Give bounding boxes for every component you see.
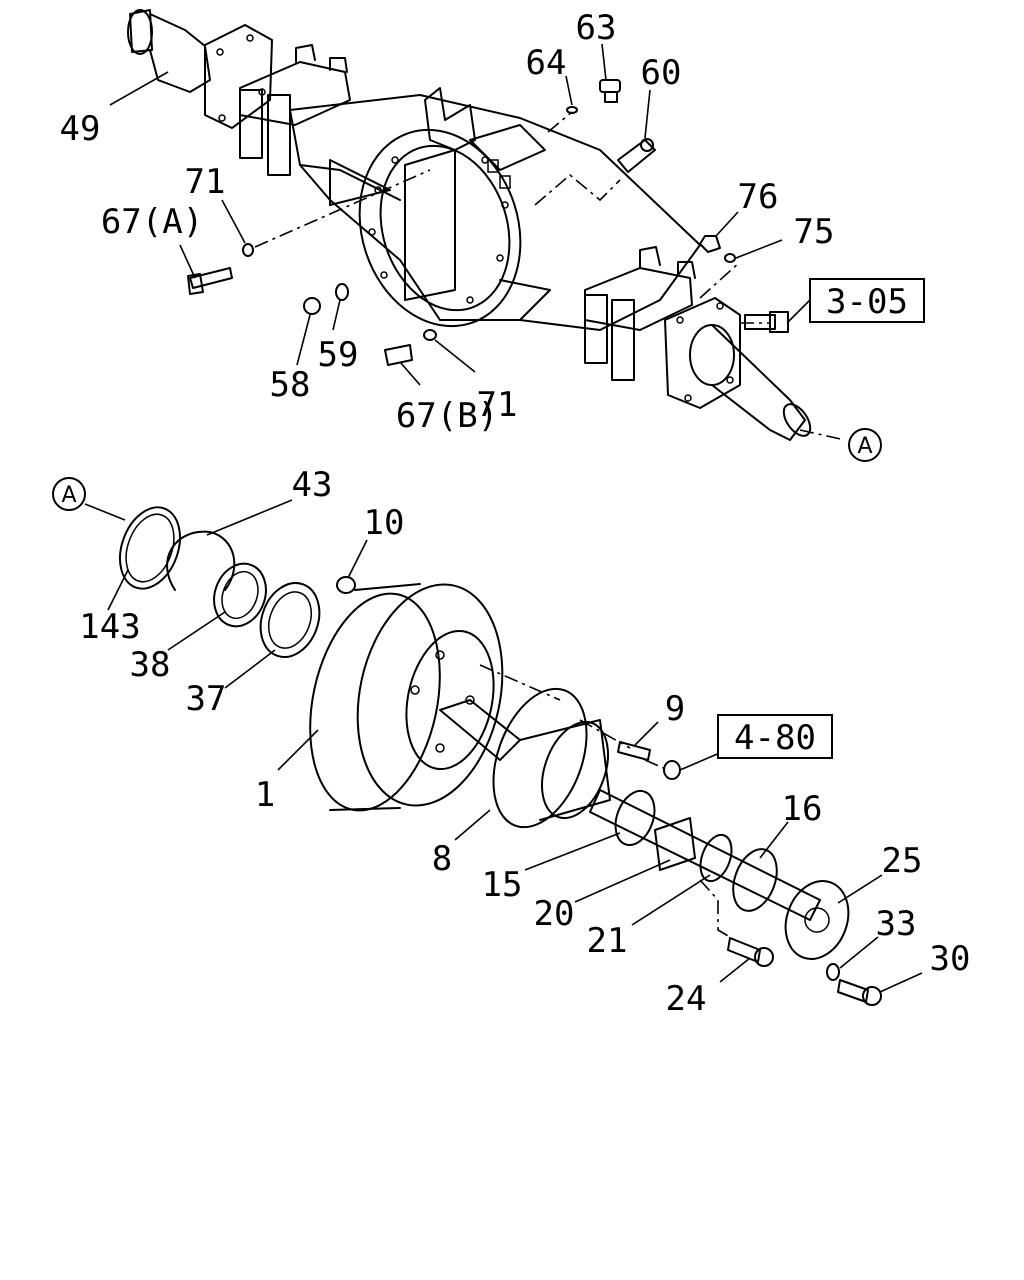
part-label: 63 <box>576 8 617 48</box>
assembly-lines <box>254 111 846 941</box>
part-label: 60 <box>641 53 682 93</box>
part-label: 76 <box>738 177 779 217</box>
part-label: 67(A) <box>101 202 203 242</box>
part-label: 1 <box>255 775 275 815</box>
part-label: 71 <box>477 385 518 425</box>
part-label: 10 <box>364 503 405 543</box>
part-label: 64 <box>526 43 567 83</box>
part-label: 49 <box>60 109 101 149</box>
part-label: 24 <box>666 979 707 1019</box>
part-label: 67(B) <box>396 396 498 436</box>
reference-box-label: 3-05 <box>826 282 908 322</box>
part-label: 37 <box>186 679 227 719</box>
leader-lines <box>84 43 923 993</box>
connector-label: A <box>857 434 872 459</box>
reference-box-label: 4-80 <box>734 718 816 758</box>
part-label: 143 <box>79 607 140 647</box>
reference-box-4-80[interactable]: 4-80 <box>717 714 833 759</box>
part-label: 43 <box>292 465 333 505</box>
connector-mark-lower-right: A <box>848 428 882 462</box>
part-label: 16 <box>782 789 823 829</box>
part-label: 71 <box>185 162 226 202</box>
part-label: 58 <box>270 365 311 405</box>
part-label: 30 <box>930 939 971 979</box>
part-label: 25 <box>882 841 923 881</box>
part-label: 33 <box>876 904 917 944</box>
connector-mark-upper-left: A <box>52 477 86 511</box>
part-label: 15 <box>482 865 523 905</box>
part-label: 8 <box>432 839 452 879</box>
part-label: 75 <box>794 212 835 252</box>
reference-box-3-05[interactable]: 3-05 <box>809 278 925 323</box>
part-label: 59 <box>318 335 359 375</box>
part-labels: 49 71 67(A) 58 59 67(B) 71 64 63 60 76 7… <box>60 8 971 1019</box>
connector-label: A <box>61 483 76 508</box>
axle-housing-drawing <box>127 9 812 441</box>
part-label: 21 <box>587 921 628 961</box>
part-label: 9 <box>665 689 685 729</box>
part-label: 20 <box>534 894 575 934</box>
part-label: 38 <box>130 645 171 685</box>
